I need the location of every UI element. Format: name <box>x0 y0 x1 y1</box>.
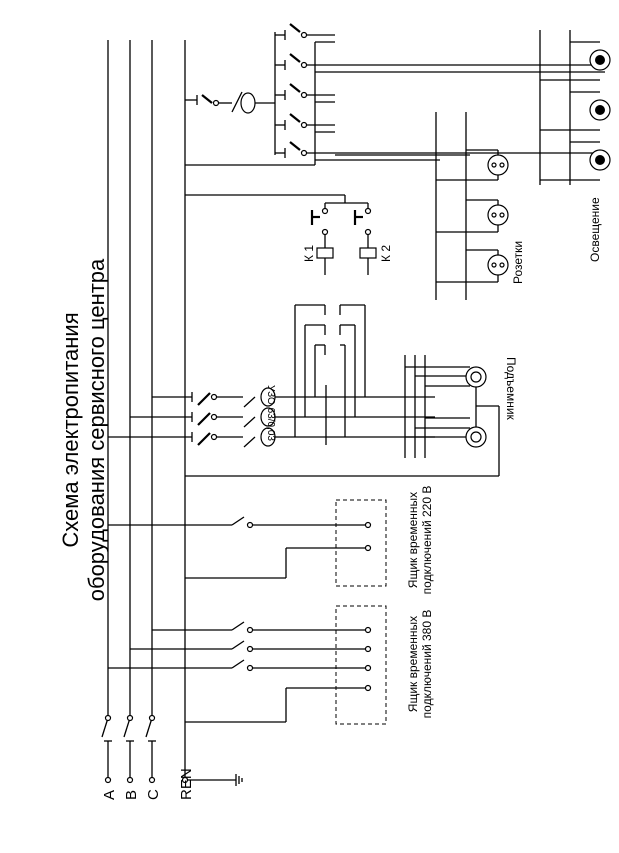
branch-switches <box>185 23 605 166</box>
main-buses: A B C REN <box>101 40 243 800</box>
socket-icon <box>436 149 509 181</box>
box-380-label: Ящик временных подключений 380 В <box>406 609 434 719</box>
k1-label: К 1 <box>302 245 316 262</box>
bus-label-ren: REN <box>178 768 195 800</box>
lift-motor-icon <box>465 426 487 448</box>
lighting-label: Освещение <box>588 197 602 262</box>
sockets-label: Розетки <box>511 241 525 284</box>
lamp-icon <box>540 141 611 181</box>
temp-box-220 <box>108 499 387 587</box>
socket-icon <box>436 249 509 283</box>
lift-label: Подъемник <box>504 357 518 421</box>
title-line-1: Схема электропитания <box>58 312 83 547</box>
lamp-icon <box>540 41 611 81</box>
k2-label: К 2 <box>379 245 393 262</box>
contactor-coils: К 1 К 2 <box>185 194 393 275</box>
bus-label-a: A <box>101 790 118 800</box>
bus-label-b: B <box>123 790 140 800</box>
bus-label-c: C <box>145 789 162 800</box>
lift-motor-icon <box>465 366 487 388</box>
input-switches <box>101 714 189 784</box>
ground-icon <box>187 774 243 786</box>
temp-box-380 <box>108 605 387 725</box>
lamp-icon <box>540 91 611 131</box>
lift-circuit: УЗО 63/0,03 Подъемник <box>108 304 518 477</box>
socket-icon <box>436 199 509 233</box>
title-line-2: оборудования сервисного центра <box>84 258 109 601</box>
box-220-label: Ящик временных подключений 220 В <box>406 485 434 595</box>
rcd-label: УЗО 63/0,03 <box>265 385 276 441</box>
distribution-panel: Розетки Освещение <box>185 23 611 300</box>
